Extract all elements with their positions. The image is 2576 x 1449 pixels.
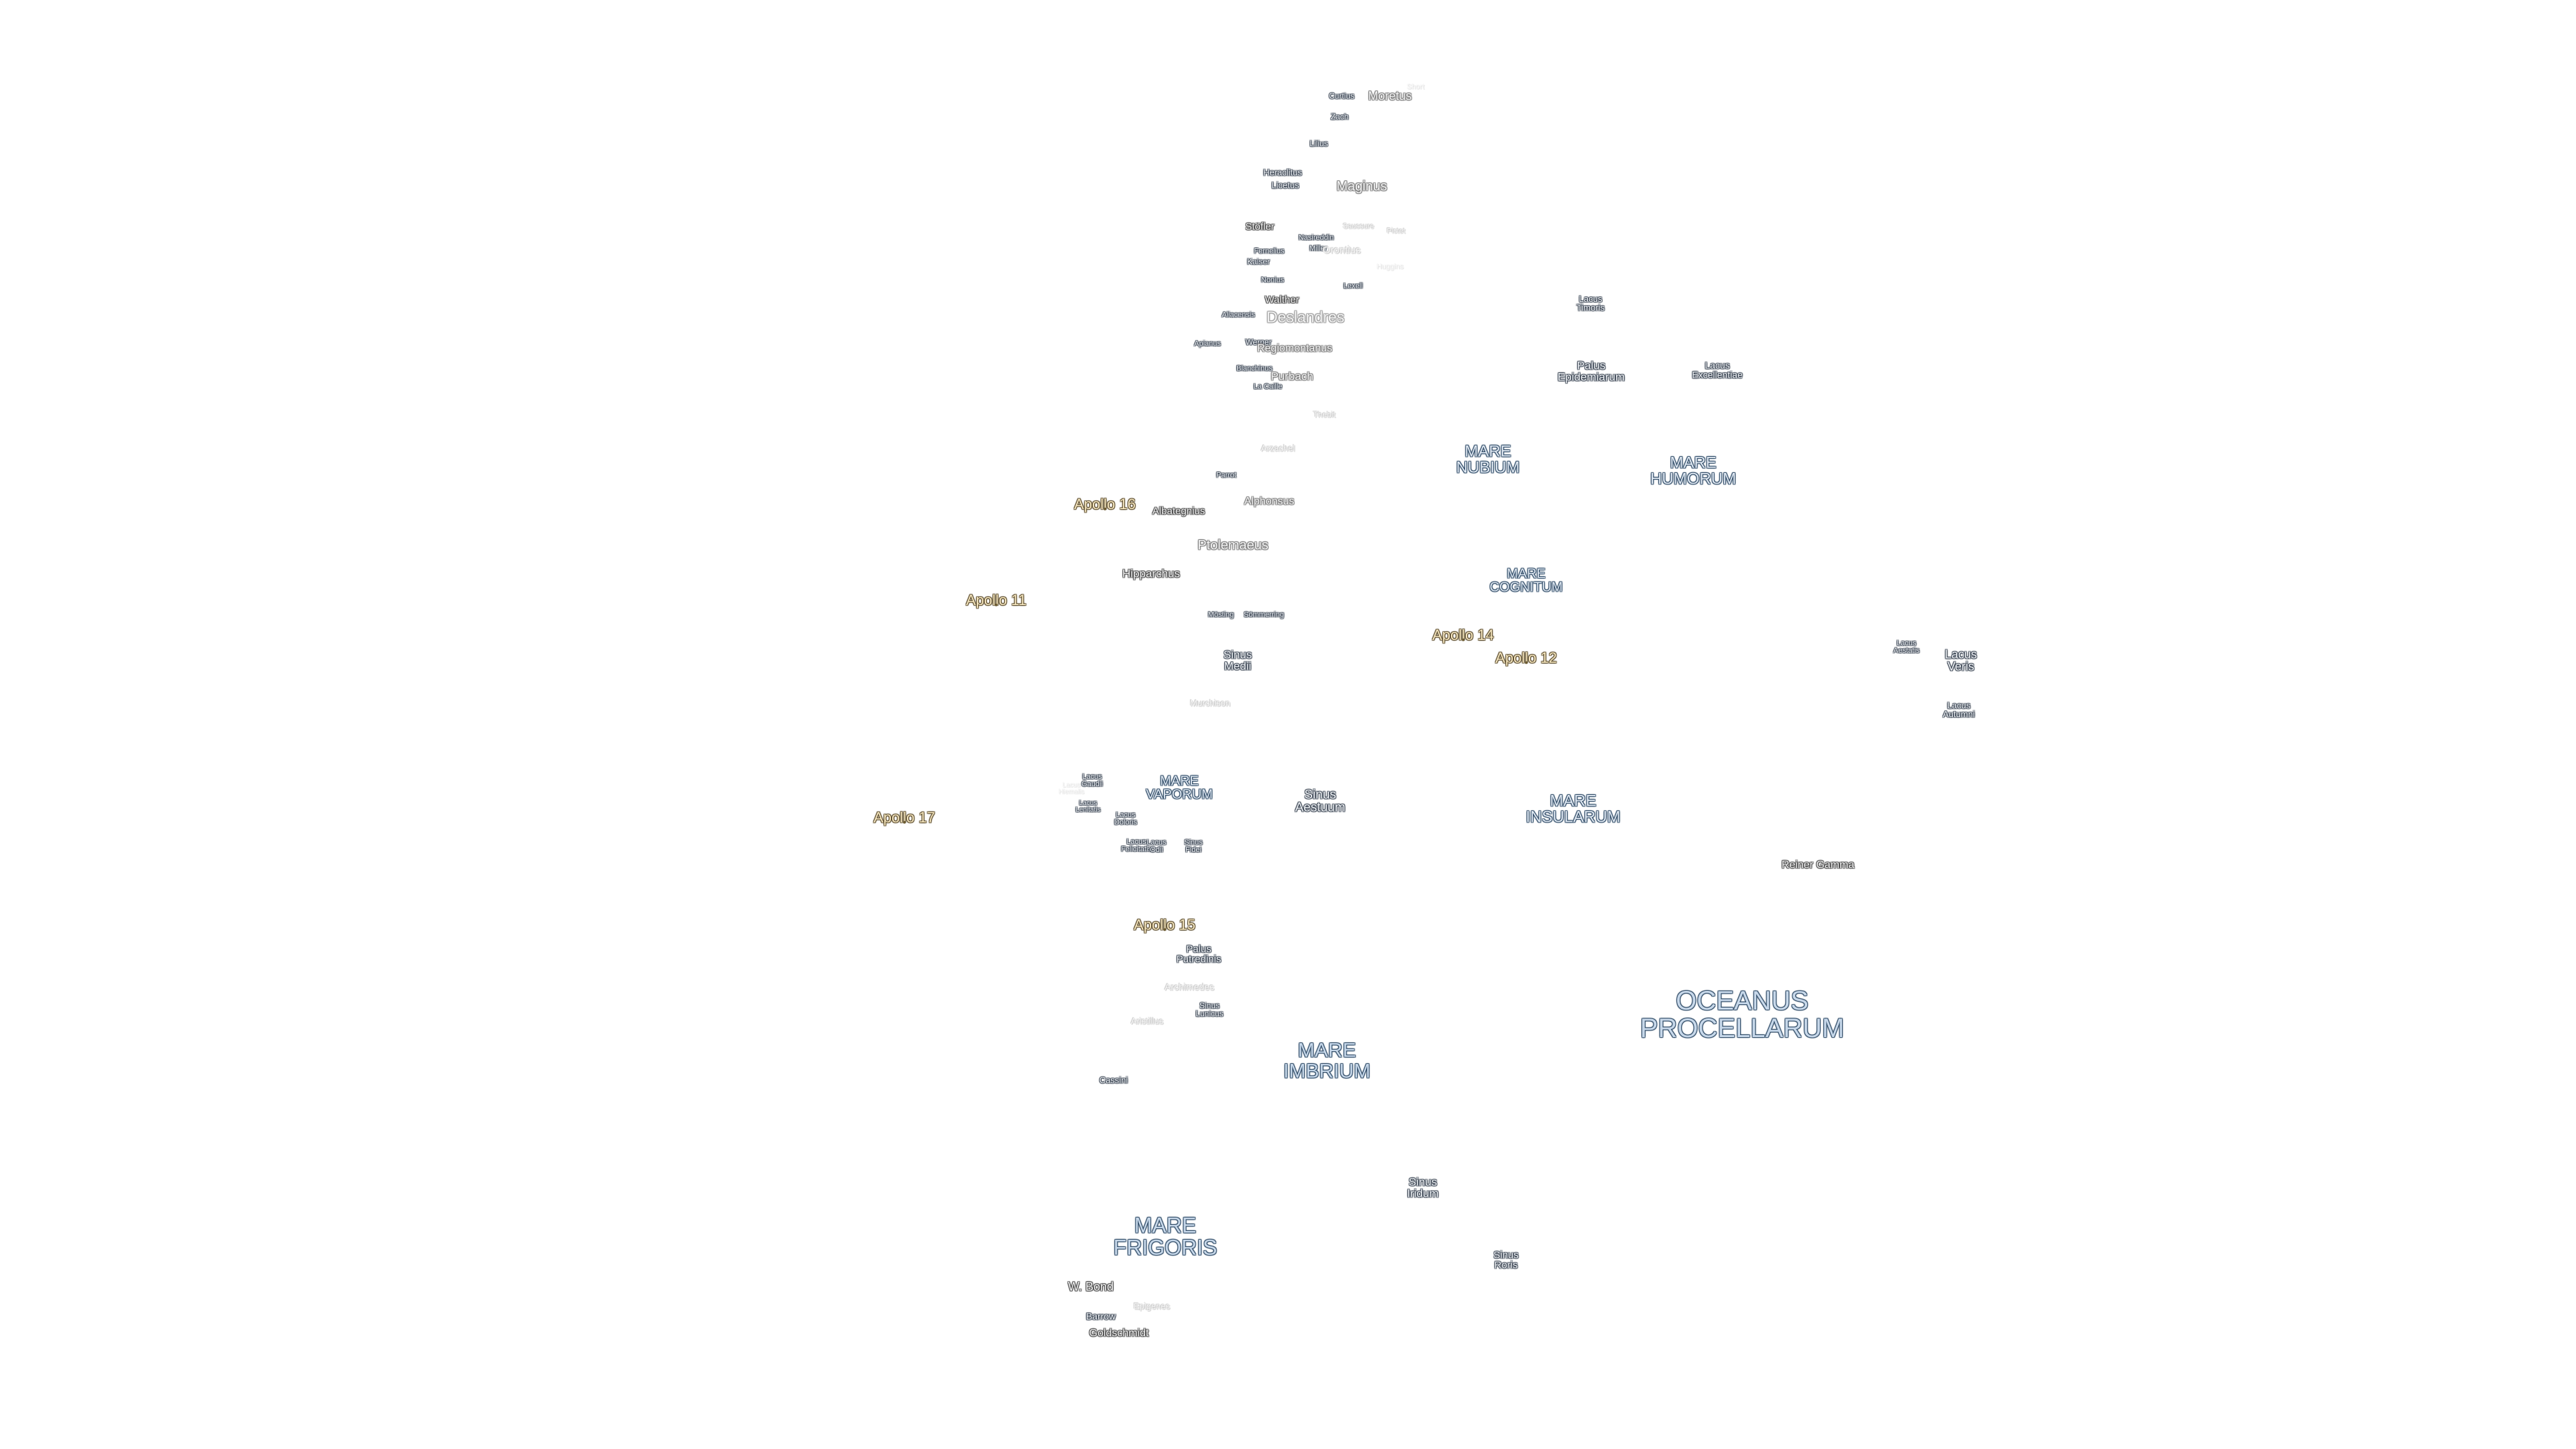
crater-label-mosting[interactable]: Mösting: [1208, 610, 1234, 619]
sinus-label-medii[interactable]: Sinus Medii: [1223, 648, 1252, 673]
crater-label-thebit[interactable]: Thebit: [1313, 409, 1336, 419]
lacus-label-gaudii[interactable]: Lacus Gaudii: [1081, 772, 1103, 788]
lacus-label-felicitatis[interactable]: Lacus Felicitatis: [1121, 837, 1152, 853]
crater-label-zach[interactable]: Zach: [1330, 111, 1349, 121]
crater-label-werner[interactable]: Werner: [1245, 337, 1272, 347]
crater-label-regiomontanus[interactable]: Regiomontanus: [1256, 342, 1333, 354]
sinus-label-fidei[interactable]: Sinus Fidei: [1184, 838, 1203, 854]
apollo-15-label: Apollo 15: [1134, 916, 1195, 933]
crater-label-short[interactable]: Short: [1406, 83, 1425, 91]
crater-label-lexell[interactable]: Lexell: [1343, 282, 1363, 290]
crater-label-sommerring[interactable]: Sömmerring: [1244, 610, 1284, 619]
mare-label-imbrium[interactable]: MARE IMBRIUM: [1283, 1039, 1371, 1082]
apollo-14-label: Apollo 14: [1432, 626, 1494, 643]
lacus-label-autumni[interactable]: Lacus Autumni: [1943, 700, 1975, 719]
crater-label-pictet[interactable]: Pictet: [1387, 227, 1405, 235]
lacus-label-aestatis[interactable]: Lacus Aestatis: [1893, 639, 1920, 655]
crater-label-cassini[interactable]: Cassini: [1099, 1075, 1128, 1085]
crater-label-miller[interactable]: Miller: [1309, 244, 1328, 253]
lacus-label-veris[interactable]: Lacus Veris: [1944, 647, 1978, 674]
sinus-label-iridum[interactable]: Sinus Iridum: [1407, 1175, 1439, 1200]
apollo-11-site[interactable]: Apollo 11: [965, 591, 1027, 608]
landing-site-marker-icon: [903, 821, 906, 824]
crater-label-lilius[interactable]: Lilius: [1309, 138, 1328, 148]
crater-label-w-bond[interactable]: W. Bond: [1067, 1279, 1114, 1293]
apollo-17-label: Apollo 17: [873, 808, 935, 826]
sinus-label-lunicus[interactable]: Sinus Lunicus: [1195, 1000, 1224, 1018]
landing-site-marker-icon: [1462, 639, 1464, 642]
crater-label-ptolemaeus[interactable]: Ptolemaeus: [1197, 537, 1269, 553]
crater-label-blanchinus[interactable]: Blanchinus: [1236, 364, 1273, 373]
landing-site-marker-icon: [1525, 661, 1527, 665]
lacus-label-hiemalis[interactable]: Lacus Hiemalis: [1058, 781, 1085, 796]
landing-site-marker-icon: [1163, 928, 1166, 932]
crater-label-arzachel[interactable]: Arzachel: [1260, 443, 1295, 453]
mare-label-humorum[interactable]: MARE HUMORUM: [1650, 453, 1736, 488]
crater-label-apianus[interactable]: Apianus: [1194, 339, 1221, 348]
crater-label-moretus[interactable]: Moretus: [1368, 89, 1412, 103]
crater-label-stofler[interactable]: Stöfler: [1245, 221, 1275, 233]
crater-label-curtius[interactable]: Curtius: [1328, 91, 1355, 101]
mare-label-nubium[interactable]: MARE NUBIUM: [1456, 442, 1520, 477]
crater-label-lacaille[interactable]: La Caille: [1253, 382, 1283, 391]
lacus-label-excellentiae[interactable]: Lacus Excellentiae: [1692, 360, 1743, 380]
palus-label-putredinis[interactable]: Palus Putredinis: [1176, 943, 1222, 965]
feature-label-reiner-gamma[interactable]: Reiner Gamma: [1781, 859, 1855, 871]
landing-site-marker-icon: [994, 604, 998, 607]
apollo-16-label: Apollo 16: [1074, 495, 1136, 513]
mare-label-insularum[interactable]: MARE INSULARUM: [1525, 792, 1621, 826]
crater-label-barrow[interactable]: Barrow: [1085, 1310, 1116, 1322]
apollo-11-label: Apollo 11: [965, 591, 1027, 608]
crater-label-murchison[interactable]: Murchison: [1190, 698, 1230, 708]
crater-label-parrot[interactable]: Parrot: [1216, 471, 1236, 480]
crater-label-aliacensis[interactable]: Aliacensis: [1222, 311, 1255, 319]
apollo-12-site[interactable]: Apollo 12: [1495, 649, 1557, 666]
crater-label-maginus[interactable]: Maginus: [1336, 178, 1387, 194]
lacus-label-timoris[interactable]: Lacus Timoris: [1576, 293, 1605, 313]
crater-label-nasireddin[interactable]: Nasireddin: [1298, 233, 1334, 242]
ocean-label-procellarum[interactable]: OCEANUS PROCELLARUM: [1640, 986, 1845, 1043]
crater-label-purbach[interactable]: Purbach: [1271, 370, 1313, 383]
crater-label-saussure[interactable]: Saussure: [1342, 222, 1375, 231]
crater-label-aristillus[interactable]: Aristillus: [1130, 1016, 1164, 1026]
crater-label-alphonsus[interactable]: Alphonsus: [1244, 495, 1295, 507]
lacus-label-odii[interactable]: Lacus Odii: [1146, 838, 1167, 854]
crater-label-deslandres[interactable]: Deslandres: [1266, 308, 1345, 326]
apollo-14-site[interactable]: Apollo 14: [1432, 626, 1494, 643]
lacus-label-lenitatis[interactable]: Lacus Lenitatis: [1075, 799, 1101, 814]
mare-label-cognitum[interactable]: MARE COGNITUM: [1489, 566, 1563, 595]
sinus-label-aestuum[interactable]: Sinus Aestuum: [1295, 788, 1346, 815]
sinus-label-roris[interactable]: Sinus Roris: [1493, 1249, 1519, 1271]
crater-label-heraclitus[interactable]: Heraclitus: [1263, 167, 1302, 178]
crater-label-huggins[interactable]: Huggins: [1376, 262, 1404, 271]
mare-label-vaporum[interactable]: MARE VAPORUM: [1146, 773, 1213, 802]
crater-label-epigenes[interactable]: Epigenes: [1133, 1301, 1171, 1311]
crater-label-fernelius[interactable]: Fernelius: [1254, 247, 1285, 256]
crater-label-goldschmidt[interactable]: Goldschmidt: [1089, 1327, 1149, 1339]
crater-label-licetus[interactable]: Licetus: [1271, 180, 1299, 191]
crater-label-nonius[interactable]: Nonius: [1260, 276, 1285, 284]
lacus-label-doloris[interactable]: Lacus Doloris: [1114, 810, 1138, 826]
crater-label-albategnius[interactable]: Albategnius: [1152, 505, 1205, 517]
crater-label-orontius[interactable]: Orontius: [1322, 244, 1361, 256]
mare-label-frigoris[interactable]: MARE FRIGORIS: [1113, 1213, 1218, 1259]
palus-label-epidemiarum[interactable]: Palus Epidemiarum: [1557, 359, 1625, 384]
apollo-15-site[interactable]: Apollo 15: [1134, 916, 1195, 933]
landing-site-marker-icon: [1104, 508, 1106, 511]
apollo-16-site[interactable]: Apollo 16: [1074, 495, 1136, 513]
crater-label-archimedes[interactable]: Archimedes: [1165, 981, 1214, 992]
apollo-17-site[interactable]: Apollo 17: [873, 810, 935, 825]
apollo-12-label: Apollo 12: [1495, 649, 1557, 666]
crater-label-kaiser[interactable]: Kaiser: [1246, 256, 1271, 266]
crater-label-hipparchus[interactable]: Hipparchus: [1122, 567, 1180, 580]
crater-label-walther[interactable]: Walther: [1265, 294, 1299, 306]
